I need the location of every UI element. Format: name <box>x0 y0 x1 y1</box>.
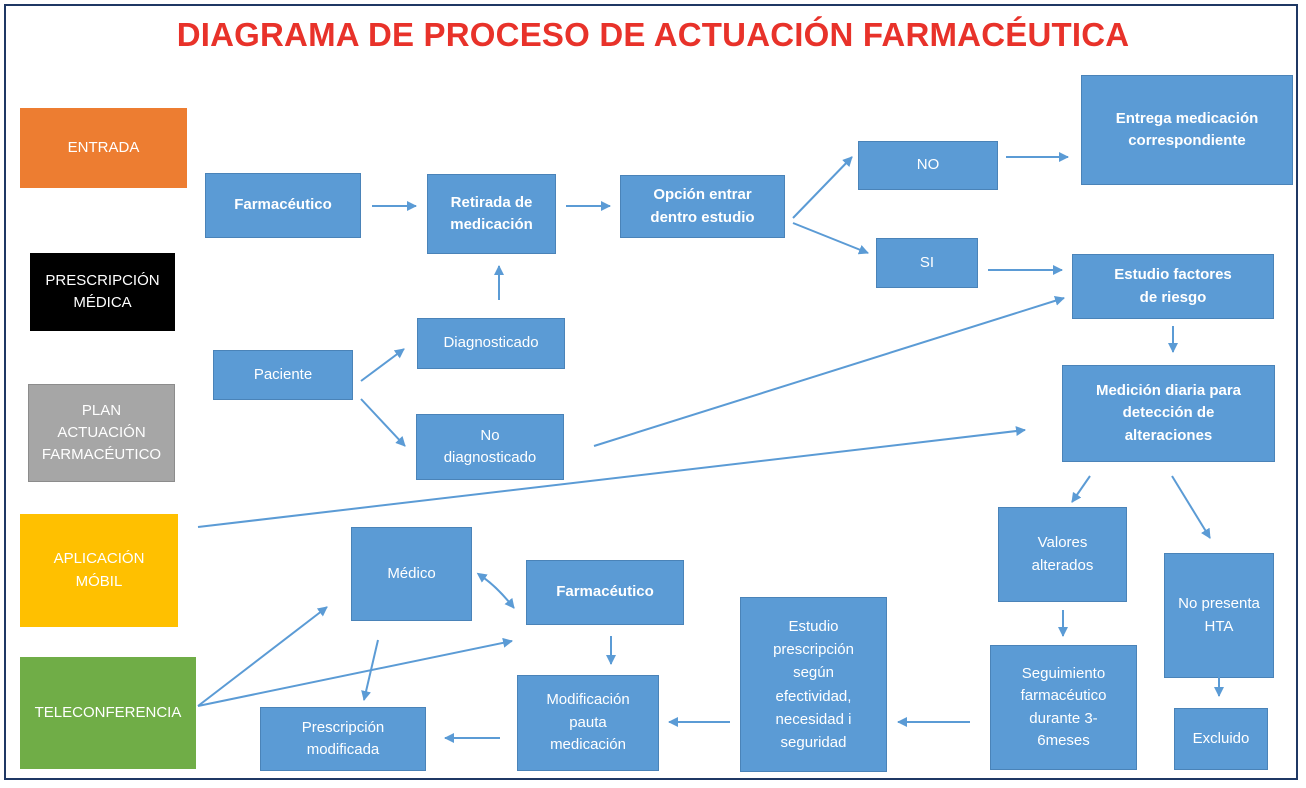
node-retirada-medicacion: Retirada de medicación <box>427 174 556 254</box>
node-medico: Médico <box>351 527 472 621</box>
node-medicion-diaria: Medición diaria para detección de altera… <box>1062 365 1275 462</box>
node-paciente: Paciente <box>213 350 353 400</box>
node-opcion-estudio: Opción entrar dentro estudio <box>620 175 785 238</box>
arrow-aplicacion-medicion <box>197 426 1026 528</box>
node-si: SI <box>876 238 978 288</box>
node-modificacion-pauta: Modificación pauta medicación <box>517 675 659 771</box>
arrow-paciente-diagnosticado <box>360 348 405 382</box>
legend-entrada: ENTRADA <box>20 108 187 188</box>
node-no-presenta-hta: No presenta HTA <box>1164 553 1274 678</box>
node-estudio-factores: Estudio factores de riesgo <box>1072 254 1274 319</box>
legend-plan-actuacion: PLAN ACTUACIÓN FARMACÉUTICO <box>28 384 175 482</box>
legend-prescripcion-medica: PRESCRIPCIÓN MÉDICA <box>30 253 175 331</box>
node-seguimiento: Seguimiento farmacéutico durante 3- 6mes… <box>990 645 1137 770</box>
node-diagnosticado: Diagnosticado <box>417 318 565 369</box>
node-valores-alterados: Valores alterados <box>998 507 1127 602</box>
arrow-opcion-si <box>792 222 869 255</box>
node-entrega-medicacion: Entrega medicación correspondiente <box>1081 75 1293 185</box>
arrow-no-diagnosticado-estudio-factores <box>593 295 1065 447</box>
node-no-diagnosticado: No diagnosticado <box>416 414 564 480</box>
arrow-medico-farmaceutico <box>476 572 515 609</box>
legend-aplicacion-movil: APLICACIÓN MÓBIL <box>20 514 178 627</box>
node-prescripcion-modificada: Prescripción modificada <box>260 707 426 771</box>
node-excluido: Excluido <box>1174 708 1268 770</box>
legend-teleconferencia: TELECONFERENCIA <box>20 657 196 769</box>
arrow-opcion-no <box>792 156 853 219</box>
node-estudio-prescripcion: Estudio prescripción según efectividad, … <box>740 597 887 772</box>
arrow-teleconferencia-medico <box>197 606 328 707</box>
arrow-medicion-valores <box>1071 475 1091 503</box>
diagram-title: DIAGRAMA DE PROCESO DE ACTUACIÓN FARMACÉ… <box>176 16 1130 53</box>
arrow-medicion-no-presenta <box>1171 475 1211 539</box>
node-no: NO <box>858 141 998 190</box>
node-farmaceutico-2: Farmacéutico <box>526 560 684 625</box>
node-farmaceutico: Farmacéutico <box>205 173 361 238</box>
arrow-paciente-no-diagnosticado <box>360 398 406 447</box>
arrow-teleconferencia-farmaceutico <box>197 637 513 707</box>
